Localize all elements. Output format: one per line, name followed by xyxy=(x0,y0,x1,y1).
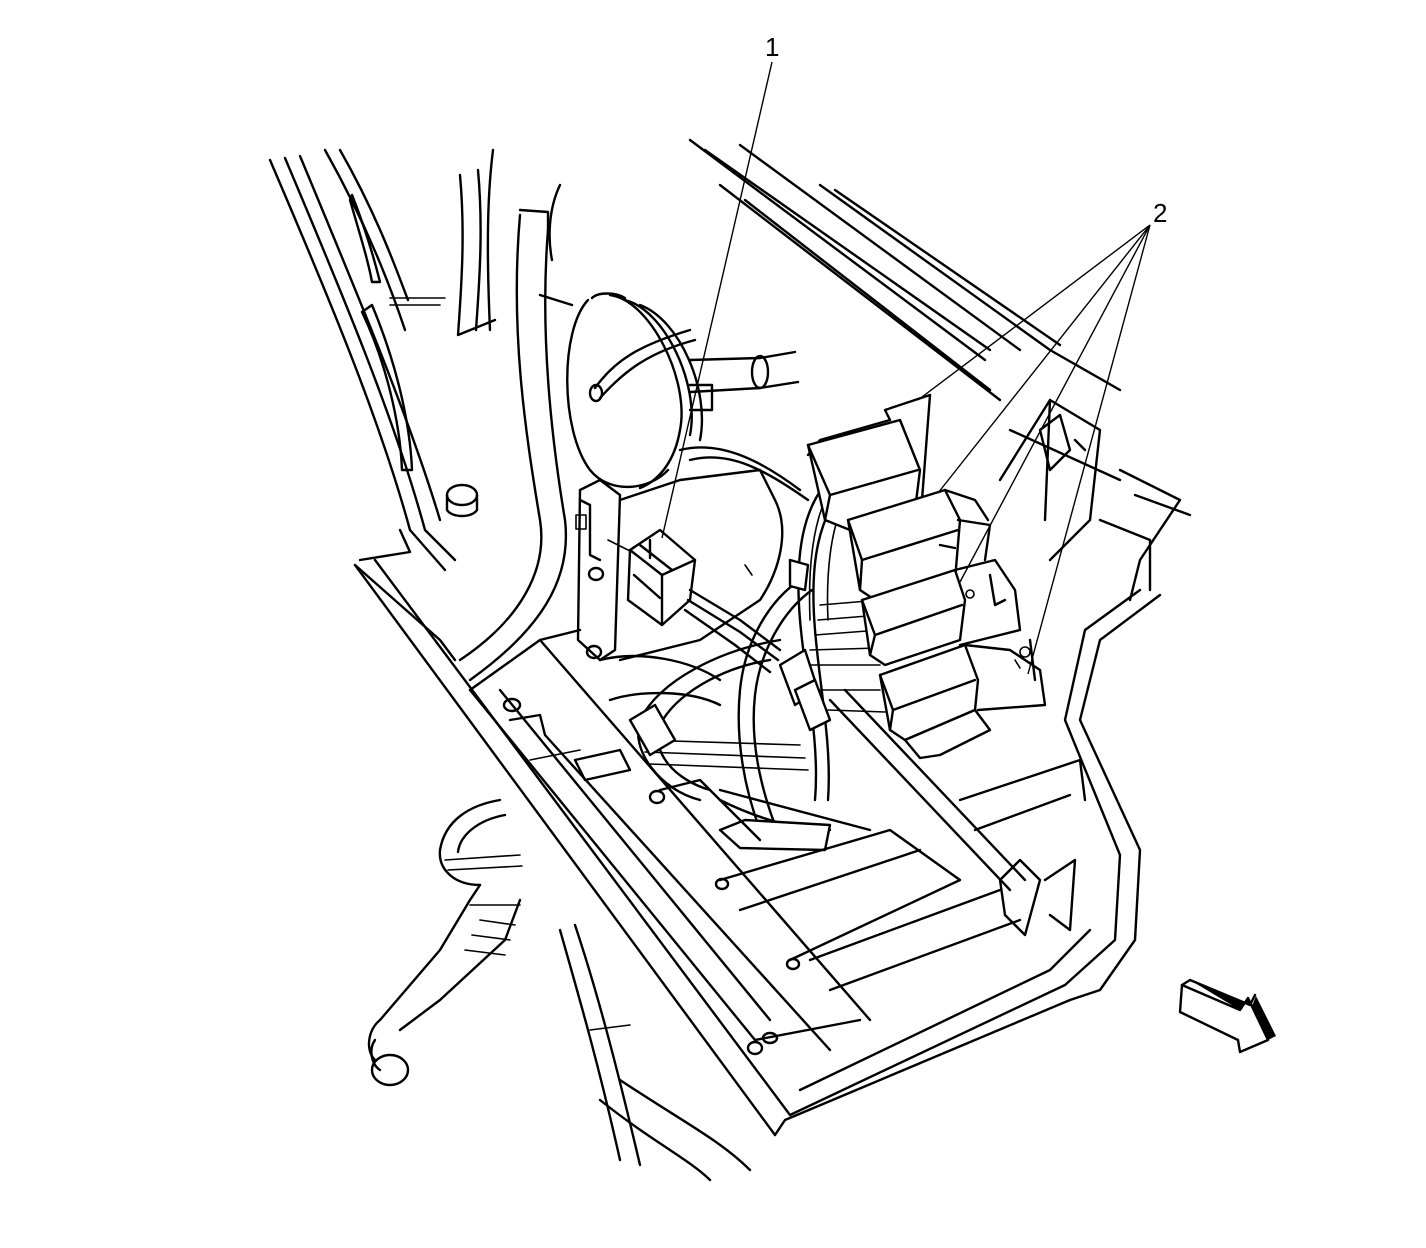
mounting-plate xyxy=(575,446,810,662)
callout-1-label: 1 xyxy=(765,32,779,62)
left-pillar-trim xyxy=(268,148,457,572)
electrical-connector xyxy=(607,528,782,674)
center-bracket xyxy=(353,148,574,682)
forward-direction-arrow-icon xyxy=(1178,978,1276,1054)
leader-lines xyxy=(661,61,1151,675)
lower-harness xyxy=(367,798,752,1182)
lower-tray xyxy=(353,558,1162,1137)
round-actuator xyxy=(566,292,800,490)
relay-center xyxy=(806,393,1102,760)
callout-2-label: 2 xyxy=(1153,198,1167,228)
cross-beam xyxy=(688,138,1192,602)
